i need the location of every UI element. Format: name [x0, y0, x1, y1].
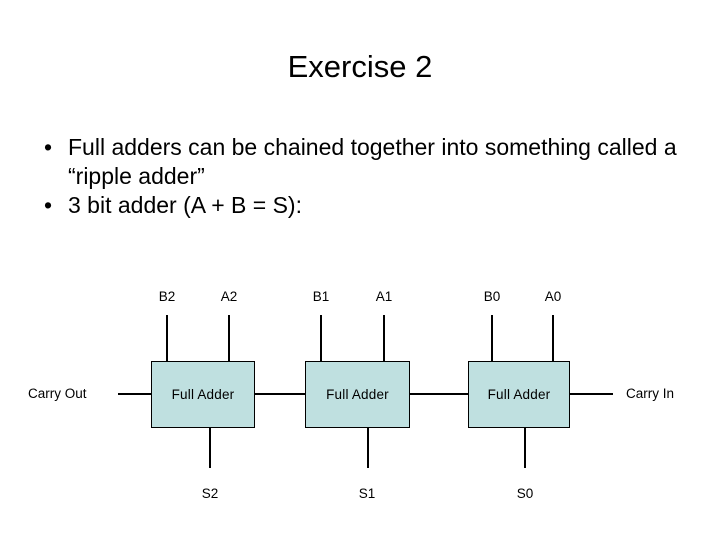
- input-label-b1: B1: [312, 289, 330, 304]
- carry-wire-2-to-1: [254, 393, 306, 395]
- list-item: • 3 bit adder (A + B = S):: [36, 191, 684, 220]
- input-label-a1: A1: [375, 289, 393, 304]
- full-adder-label: Full Adder: [487, 387, 551, 402]
- full-adder-label: Full Adder: [326, 387, 389, 402]
- bullet-marker-icon: •: [44, 192, 53, 218]
- input-wire-a1: [383, 315, 385, 361]
- carry-out-label: Carry Out: [28, 386, 87, 401]
- output-label-s2: S2: [201, 486, 219, 501]
- full-adder-box-1[interactable]: Full Adder: [305, 361, 410, 428]
- carry-wire-1-to-0: [409, 393, 469, 395]
- bullet-text: Full adders can be chained together into…: [68, 134, 677, 189]
- bullet-list: • Full adders can be chained together in…: [36, 133, 684, 220]
- bullet-marker-icon: •: [44, 134, 53, 160]
- carry-in-wire: [569, 393, 613, 395]
- input-label-b2: B2: [158, 289, 176, 304]
- input-wire-a0: [552, 315, 554, 361]
- bullet-text: 3 bit adder (A + B = S):: [68, 192, 302, 218]
- input-wire-b2: [166, 315, 168, 361]
- input-wire-a2: [228, 315, 230, 361]
- full-adder-box-2[interactable]: Full Adder: [151, 361, 255, 428]
- output-wire-s1: [367, 428, 369, 468]
- output-wire-s0: [524, 428, 526, 468]
- list-item: • Full adders can be chained together in…: [36, 133, 684, 191]
- carry-out-wire: [118, 393, 152, 395]
- output-label-s0: S0: [516, 486, 534, 501]
- output-label-s1: S1: [358, 486, 376, 501]
- input-wire-b1: [320, 315, 322, 361]
- page-title: Exercise 2: [287, 49, 433, 84]
- full-adder-label: Full Adder: [171, 387, 235, 402]
- full-adder-box-0[interactable]: Full Adder: [468, 361, 570, 428]
- input-label-a2: A2: [220, 289, 238, 304]
- input-wire-b0: [491, 315, 493, 361]
- input-label-a0: A0: [544, 289, 562, 304]
- output-wire-s2: [209, 428, 211, 468]
- carry-in-label: Carry In: [626, 386, 675, 401]
- input-label-b0: B0: [483, 289, 501, 304]
